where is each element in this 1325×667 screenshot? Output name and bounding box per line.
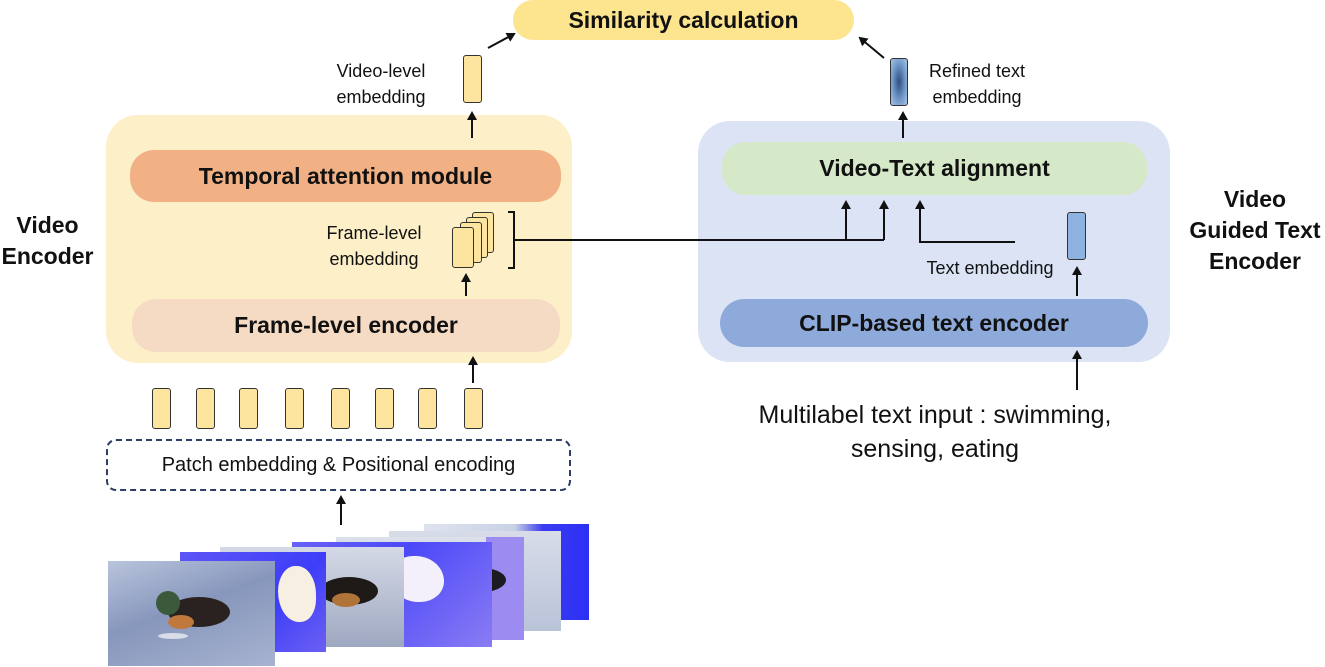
patch-embedding-box: Patch embedding & Positional encoding xyxy=(106,439,571,491)
refined-text-embedding-token xyxy=(890,58,908,106)
patch-token xyxy=(152,388,171,429)
patch-token xyxy=(331,388,350,429)
patch-token xyxy=(239,388,258,429)
patch-token xyxy=(464,388,483,429)
video-guided-text-encoder-title: Video Guided Text Encoder xyxy=(1189,186,1321,274)
similarity-calculation-box: Similarity calculation xyxy=(513,0,854,40)
similarity-calculation-label: Similarity calculation xyxy=(568,6,799,33)
patch-token xyxy=(196,388,215,429)
video-text-alignment-label: Video-Text alignment xyxy=(819,155,1050,181)
video-encoder-title: Video Encoder xyxy=(1,212,94,269)
video-frame-1 xyxy=(108,561,275,666)
text-embedding-token xyxy=(1067,212,1086,260)
patch-token xyxy=(418,388,437,429)
multilabel-text-input: Multilabel text input : swimming, sensin… xyxy=(758,401,1112,463)
frame-level-encoder: Frame-level encoder xyxy=(132,299,560,352)
clip-text-encoder: CLIP-based text encoder xyxy=(720,299,1148,347)
temporal-attention-label: Temporal attention module xyxy=(198,162,493,189)
video-level-embedding-label: Video-level embedding xyxy=(336,61,426,107)
patch-embedding-label: Patch embedding & Positional encoding xyxy=(161,453,516,476)
patch-token xyxy=(285,388,304,429)
frame-level-encoder-label: Frame-level encoder xyxy=(234,312,458,338)
frame-level-embedding-label: Frame-level embedding xyxy=(326,223,422,269)
frame-embedding-stack-1 xyxy=(452,227,474,268)
patch-token xyxy=(375,388,394,429)
temporal-attention-module: Temporal attention module xyxy=(130,150,561,202)
text-embedding-label: Text embedding xyxy=(926,258,1054,278)
refined-text-embedding-label: Refined text embedding xyxy=(928,61,1026,107)
clip-text-encoder-label: CLIP-based text encoder xyxy=(799,309,1069,336)
video-level-embedding-token xyxy=(463,55,482,103)
video-text-alignment-module: Video-Text alignment xyxy=(722,142,1147,195)
